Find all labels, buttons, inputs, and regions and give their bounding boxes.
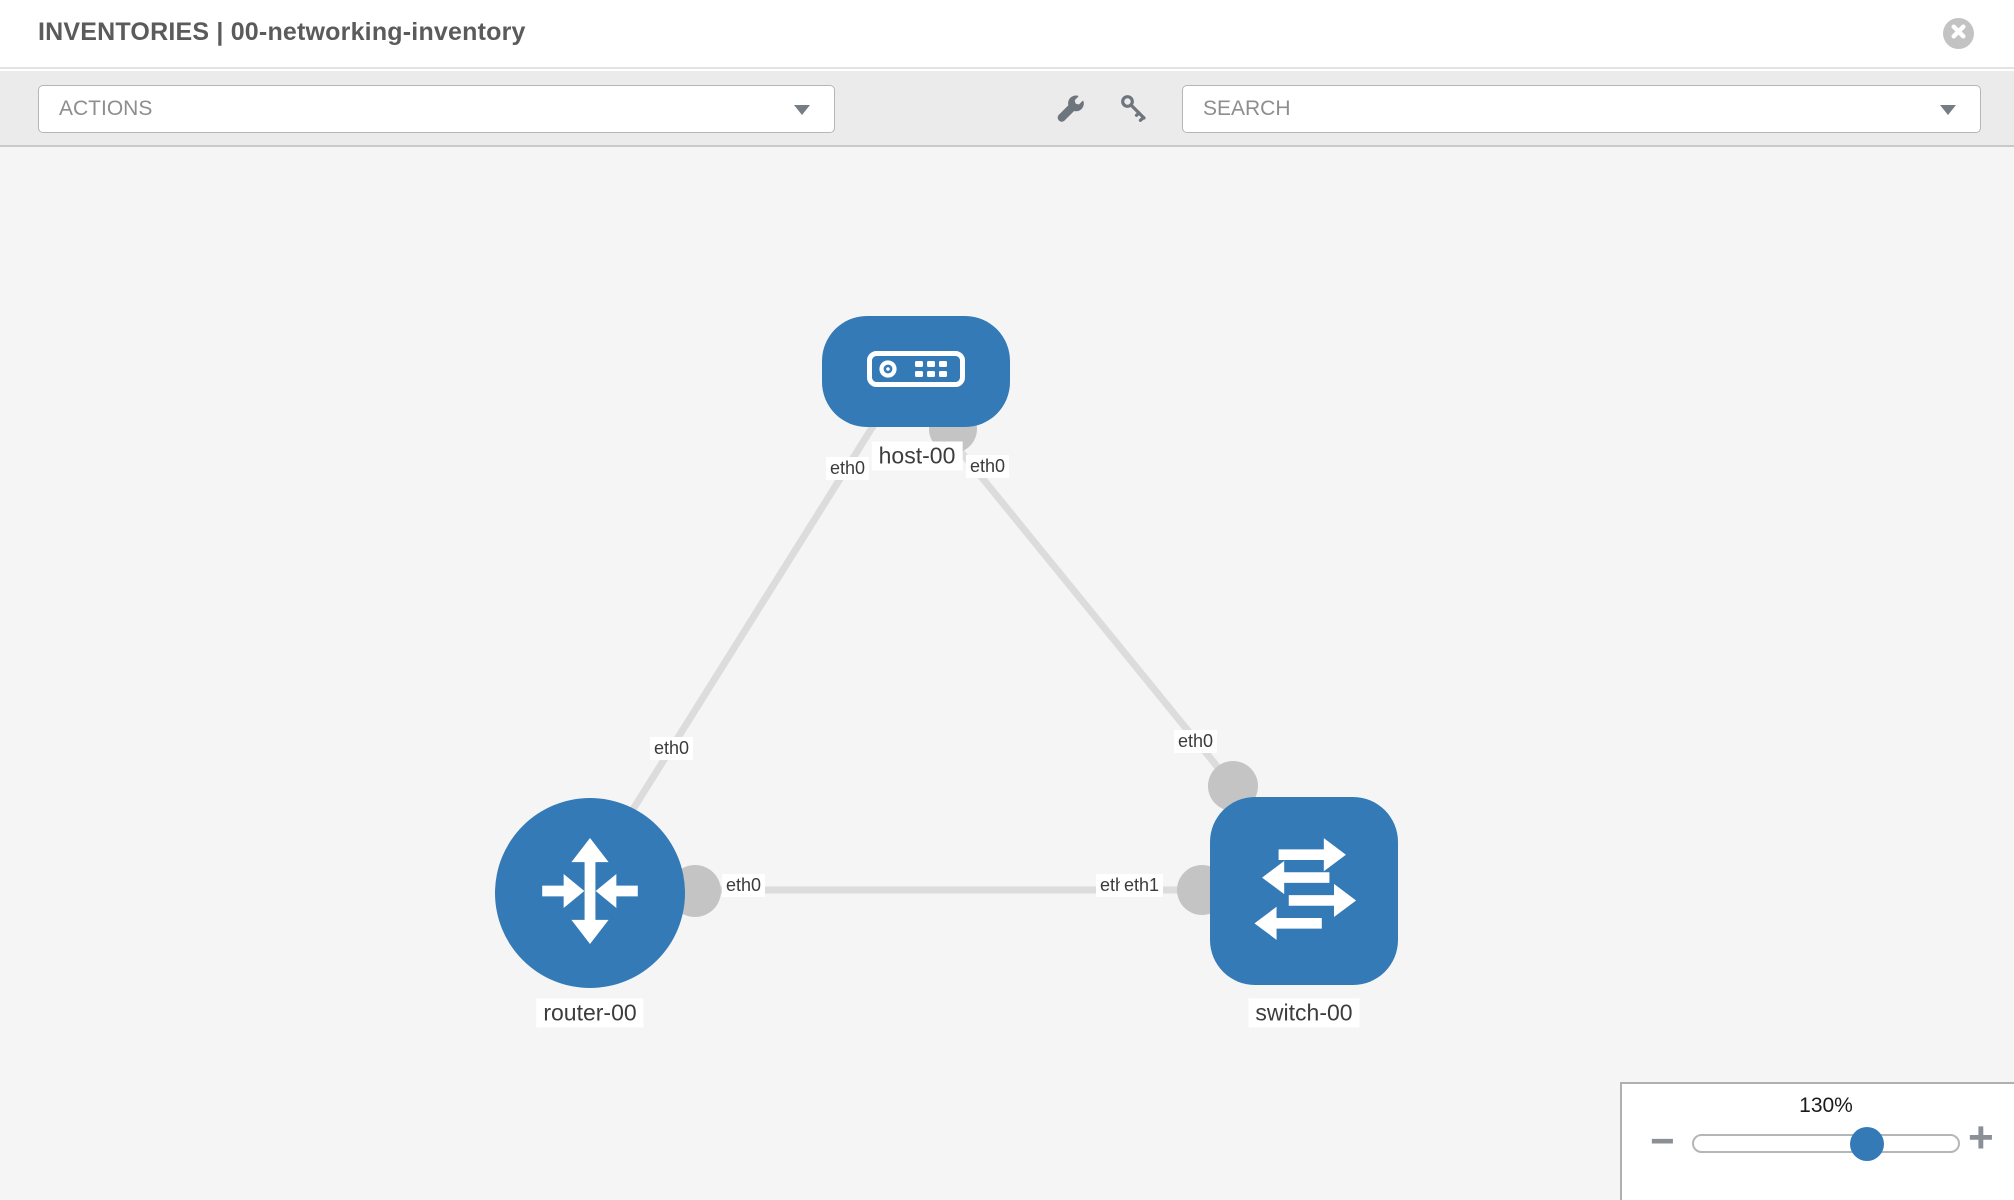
node-label-switch-00: switch-00 <box>1248 998 1360 1028</box>
configure-button[interactable] <box>1053 93 1087 127</box>
node-label-router-00: router-00 <box>536 998 644 1028</box>
chevron-down-icon <box>794 105 810 115</box>
close-button[interactable] <box>1943 18 1974 49</box>
search-dropdown-label: SEARCH <box>1203 97 1291 120</box>
node-host-00[interactable] <box>822 316 1010 427</box>
credentials-button[interactable] <box>1117 93 1151 127</box>
node-switch-00[interactable] <box>1210 797 1398 985</box>
header: INVENTORIES | 00-networking-inventory <box>0 0 2014 69</box>
page-title: INVENTORIES | 00-networking-inventory <box>38 18 526 46</box>
key-icon <box>1118 92 1150 129</box>
interface-label-eth0: eth0 <box>1174 730 1218 753</box>
node-label-host-00: host-00 <box>871 441 963 471</box>
interface-label-eth0: eth0 <box>826 457 870 480</box>
toolbar: ACTIONS <box>0 71 2014 147</box>
actions-dropdown[interactable]: ACTIONS <box>38 85 835 133</box>
interface-label-eth1: eth1 <box>1120 874 1164 897</box>
host-icon <box>867 351 965 392</box>
switch-icon <box>1243 828 1365 955</box>
close-icon <box>1950 23 1967 45</box>
interface-label-eth0: eth0 <box>650 737 694 760</box>
zoom-control-panel: 130% − + <box>1620 1082 2014 1200</box>
interface-label-eth0: eth0 <box>722 874 766 897</box>
zoom-out-button[interactable]: − <box>1650 1117 1675 1164</box>
wrench-icon <box>1054 92 1086 129</box>
zoom-in-button[interactable]: + <box>1968 1113 1994 1162</box>
zoom-slider-track[interactable] <box>1692 1127 1960 1161</box>
search-dropdown[interactable]: SEARCH <box>1182 85 1981 133</box>
actions-dropdown-label: ACTIONS <box>59 97 153 120</box>
zoom-slider-thumb[interactable] <box>1850 1127 1884 1161</box>
interface-label-eth0: eth0 <box>966 455 1010 478</box>
router-icon <box>528 829 652 958</box>
zoom-level-value: 130% <box>1799 1094 1853 1117</box>
chevron-down-icon <box>1940 105 1956 115</box>
node-router-00[interactable] <box>495 798 685 988</box>
